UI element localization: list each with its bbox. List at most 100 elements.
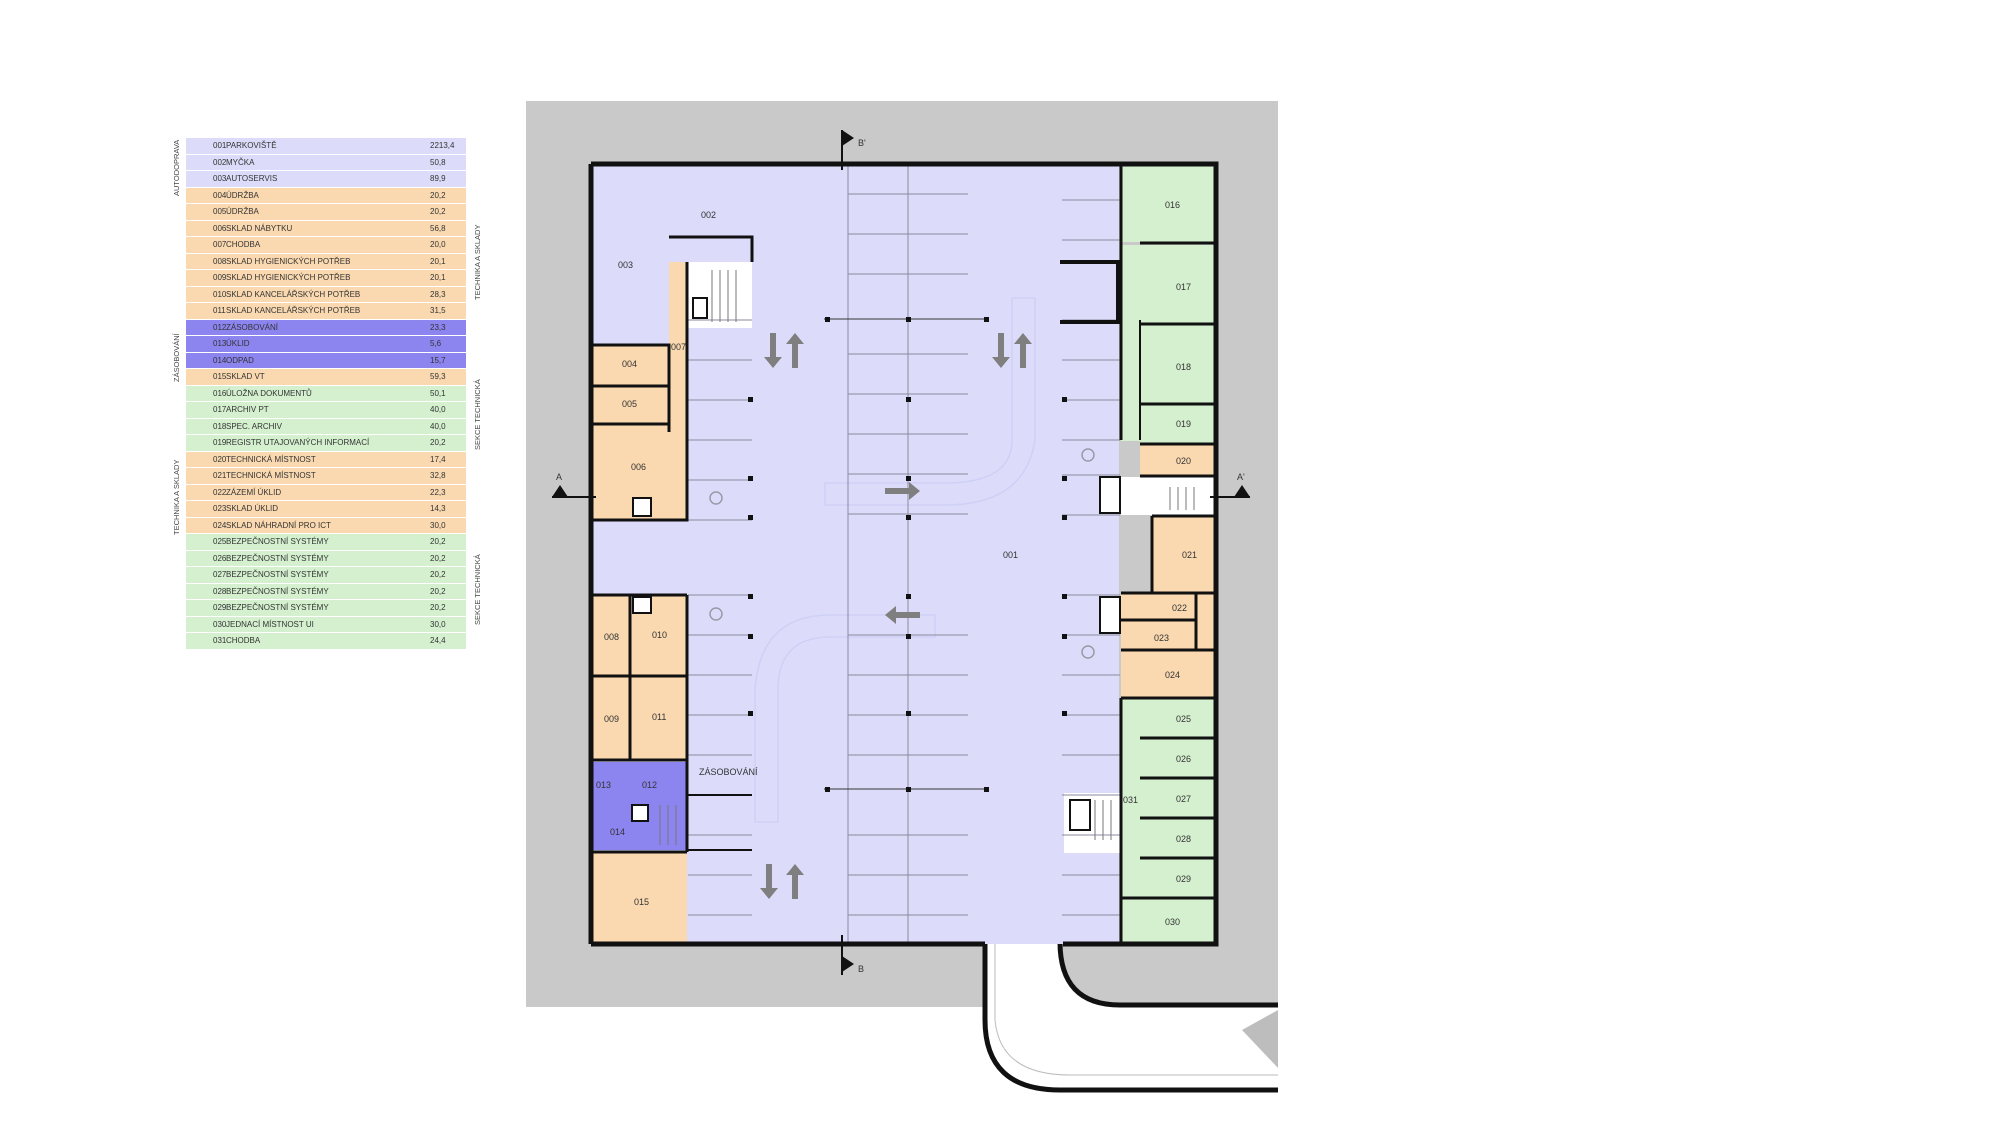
legend-code: 015 bbox=[213, 372, 227, 382]
ramp-outer-wall bbox=[982, 942, 1278, 1093]
room-label: 005 bbox=[622, 399, 637, 409]
legend-name: SKLAD KANCELÁŘSKÝCH POTŘEB bbox=[226, 306, 361, 316]
ramp-lane-line bbox=[994, 942, 1278, 1076]
legend-code: 007 bbox=[213, 240, 227, 250]
legend-name: MYČKA bbox=[226, 157, 255, 167]
legend-area: 2213,4 bbox=[430, 141, 455, 151]
room-004 bbox=[591, 345, 669, 385]
room-label: 010 bbox=[652, 630, 667, 640]
room-025 bbox=[1140, 699, 1216, 737]
legend-code: 001 bbox=[213, 141, 227, 151]
room-018 bbox=[1140, 325, 1216, 403]
legend-area: 20,2 bbox=[430, 207, 446, 217]
arrow-up-icon bbox=[786, 333, 804, 368]
room-label: 003 bbox=[618, 260, 633, 270]
room-label: 025 bbox=[1176, 714, 1191, 724]
room-label: 029 bbox=[1176, 874, 1191, 884]
legend-name: SKLAD NÁBYTKU bbox=[226, 223, 293, 233]
arrow-right-icon bbox=[885, 482, 920, 500]
legend-code: 017 bbox=[213, 405, 227, 415]
legend-code: 026 bbox=[213, 553, 227, 563]
ramp-area bbox=[985, 942, 1280, 1095]
legend-code: 024 bbox=[213, 520, 227, 530]
parking-stalls bbox=[688, 164, 1120, 944]
room-labels: 001 002 003 004 005 006 007 008 009 010 … bbox=[596, 200, 1197, 927]
room-label: 002 bbox=[701, 210, 716, 220]
legend-name: TECHNICKÁ MÍSTNOST bbox=[226, 454, 316, 464]
legend-name: SKLAD NÁHRADNÍ PRO ICT bbox=[226, 520, 331, 530]
legend-name: SPEC. ARCHIV bbox=[226, 421, 283, 431]
room-016 bbox=[1121, 164, 1216, 242]
legend-area: 56,8 bbox=[430, 223, 446, 233]
legend-area: 30,0 bbox=[430, 520, 446, 530]
section-markers bbox=[552, 130, 1250, 975]
room-label: 001 bbox=[1003, 550, 1018, 560]
room-026 bbox=[1140, 739, 1216, 777]
legend-code: 002 bbox=[213, 157, 227, 167]
room-label: 011 bbox=[652, 712, 666, 722]
legend-name: ÚDRŽBA bbox=[226, 190, 259, 200]
legend-name: ZÁSOBOVÁNÍ bbox=[226, 322, 279, 332]
legend-area: 40,0 bbox=[430, 421, 446, 431]
room-021 bbox=[1152, 517, 1216, 592]
legend-name: AUTOSERVIS bbox=[226, 174, 278, 184]
driving-path-north bbox=[824, 297, 1036, 506]
room-019 bbox=[1140, 405, 1216, 443]
room-label: 017 bbox=[1176, 282, 1191, 292]
legend-name: BEZPEČNOSTNÍ SYSTÉMY bbox=[226, 603, 329, 613]
section-mark-a: A bbox=[556, 472, 562, 482]
room-label: 006 bbox=[631, 462, 646, 472]
legend-area: 50,8 bbox=[430, 157, 446, 167]
legend-code: 031 bbox=[213, 636, 227, 646]
legend-name: SKLAD KANCELÁŘSKÝCH POTŘEB bbox=[226, 289, 361, 299]
legend-code: 027 bbox=[213, 570, 227, 580]
legend-area: 40,0 bbox=[430, 405, 446, 415]
legend-area: 23,3 bbox=[430, 322, 446, 332]
legend-name: SKLAD VT bbox=[226, 372, 265, 382]
utility-shafts bbox=[631, 297, 1121, 831]
legend-code: 023 bbox=[213, 504, 227, 514]
legend-area: 20,2 bbox=[430, 438, 446, 448]
legend-code: 021 bbox=[213, 471, 227, 481]
legend-area: 32,8 bbox=[430, 471, 446, 481]
arrow-up-icon bbox=[1014, 333, 1032, 368]
room-020 bbox=[1140, 445, 1216, 475]
room-028 bbox=[1140, 819, 1216, 857]
legend-code: 014 bbox=[213, 355, 227, 365]
interior-walls bbox=[591, 164, 1216, 944]
legend-area: 20,2 bbox=[430, 570, 446, 580]
room-label: 008 bbox=[604, 632, 619, 642]
section-mark-b-prime: B' bbox=[858, 138, 866, 148]
legend-area: 89,9 bbox=[430, 174, 446, 184]
room-label: 007 bbox=[671, 342, 686, 352]
legend-name: BEZPEČNOSTNÍ SYSTÉMY bbox=[226, 586, 329, 596]
room-label: 023 bbox=[1154, 633, 1169, 643]
legend-name: JEDNACÍ MÍSTNOST UI bbox=[226, 619, 314, 629]
legend-area: 50,1 bbox=[430, 388, 446, 398]
room-label: 009 bbox=[604, 714, 619, 724]
legend-area: 20,2 bbox=[430, 190, 446, 200]
stair-core-right bbox=[1121, 477, 1216, 515]
section-mark-b: B bbox=[858, 964, 864, 974]
legend-name: CHODBA bbox=[226, 636, 261, 646]
room-031-corridor bbox=[1121, 699, 1140, 897]
legend-code: 018 bbox=[213, 421, 227, 431]
legend-name: PARKOVIŠTĚ bbox=[226, 141, 277, 151]
room-030 bbox=[1121, 899, 1216, 943]
legend-name: ÚDRŽBA bbox=[226, 207, 259, 217]
legend-area: 20,2 bbox=[430, 586, 446, 596]
